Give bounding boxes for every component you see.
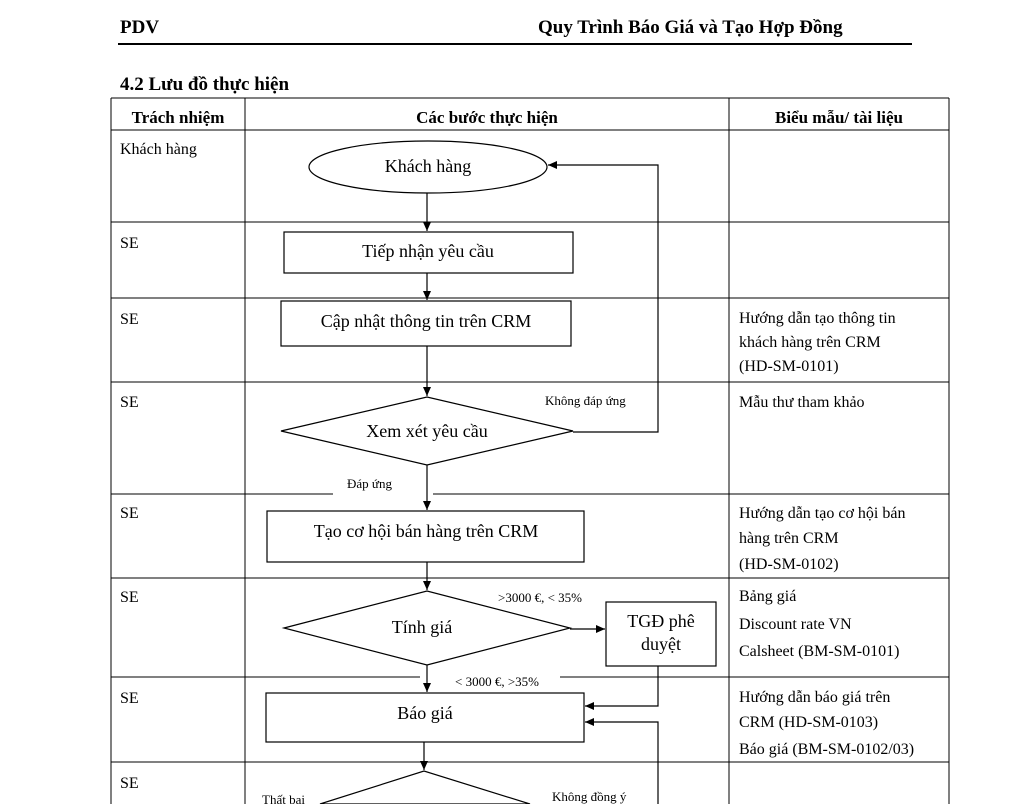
document-line: khách hàng trên CRM — [739, 334, 881, 351]
header-title: Quy Trình Báo Giá và Tạo Hợp Đồng — [538, 17, 843, 38]
decision-diamond-partial — [319, 770, 531, 804]
pricing-diamond — [281, 590, 573, 666]
responsibility-cell: SE — [120, 690, 139, 707]
quote-box — [265, 692, 585, 743]
opportunity-box — [266, 510, 585, 563]
column-header-steps: Các bước thực hiện — [416, 108, 558, 127]
meet-label: Đáp ứng — [347, 476, 392, 491]
responsibility-cell: SE — [120, 505, 139, 522]
document-line: CRM (HD-SM-0103) — [739, 714, 878, 731]
document-line: (HD-SM-0102) — [739, 556, 839, 573]
review-label: Xem xét yêu cầu — [366, 421, 487, 441]
pricing-label: Tính giá — [392, 617, 453, 637]
not-meet-label: Không đáp ứng — [545, 393, 626, 408]
document-line: Discount rate VN — [739, 616, 852, 633]
document-line: Calsheet (BM-SM-0101) — [739, 643, 899, 660]
quote-label: Báo giá — [397, 703, 453, 723]
disagree-label: Không đồng ý — [552, 789, 627, 804]
table-grid — [110, 97, 950, 804]
responsibility-cell: SE — [120, 394, 139, 411]
column-header-documents: Biểu mẫu/ tài liệu — [775, 108, 903, 127]
opportunity-label: Tạo cơ hội bán hàng trên CRM — [314, 521, 538, 541]
low-condition-label: < 3000 €, >35% — [455, 674, 539, 689]
responsibility-cell: SE — [120, 235, 139, 252]
receive-box — [283, 231, 574, 274]
responsibility-cell: SE — [120, 311, 139, 328]
document-line: Hướng dẫn tạo cơ hội bán — [739, 505, 905, 522]
update-crm-label: Cập nhật thông tin trên CRM — [321, 311, 532, 331]
fail-label: Thất bại — [262, 792, 305, 804]
header-left: PDV — [120, 17, 160, 38]
document-line: (HD-SM-0101) — [739, 358, 839, 375]
responsibility-cell: SE — [120, 775, 139, 792]
column-header-responsibility: Trách nhiệm — [132, 108, 225, 127]
section-title: 4.2 Lưu đồ thực hiện — [120, 74, 290, 95]
document-line: Hướng dẫn báo giá trên — [739, 689, 890, 706]
receive-label: Tiếp nhận yêu cầu — [362, 241, 494, 261]
header-divider — [118, 43, 912, 45]
document-line: Mẫu thư tham khảo — [739, 394, 865, 411]
approval-label: TGĐ phê — [627, 611, 694, 631]
document-line: Hướng dẫn tạo thông tin — [739, 310, 896, 327]
responsibility-cell: SE — [120, 589, 139, 606]
start-label: Khách hàng — [385, 156, 471, 176]
document-line: Bảng giá — [739, 588, 796, 605]
document-line: hàng trên CRM — [739, 530, 839, 547]
approval-label: duyệt — [641, 634, 681, 654]
high-condition-label: >3000 €, < 35% — [498, 590, 582, 605]
update-crm-box — [280, 300, 572, 347]
start-ellipse — [308, 140, 548, 194]
review-diamond — [280, 396, 574, 466]
approval-box — [605, 601, 717, 667]
responsibility-cell: Khách hàng — [120, 141, 197, 158]
document-line: Báo giá (BM-SM-0102/03) — [739, 741, 914, 758]
